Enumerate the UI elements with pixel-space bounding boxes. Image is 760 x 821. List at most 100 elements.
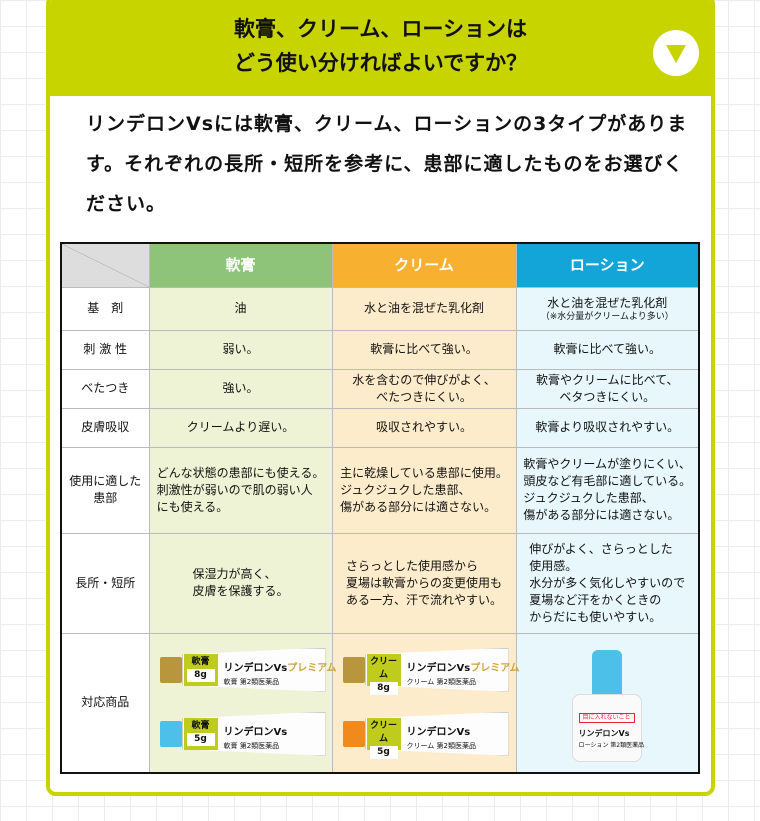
tube-cap: [159, 656, 182, 683]
brand-variant: プレミアム: [287, 662, 337, 674]
cell-text: 油: [234, 301, 247, 315]
table-cell: 保湿力が高く、 皮膚を保護する。: [148, 532, 333, 634]
comparison-table: 軟膏 クリーム ローション 基 剤油水と油を混ぜた乳化剤水と油を混ぜた乳化剤（※…: [60, 242, 700, 774]
row-label: 皮膚吸収: [60, 407, 150, 448]
row-label: 使用に適した 患部: [60, 446, 150, 534]
table-row: べたつき 強い。 水を含むので伸びがよく、 べたつきにくい。 軟膏やクリームに比べて、…: [60, 368, 700, 409]
bottle-brand: リンデロンVs: [578, 728, 630, 738]
tube-subtext: クリーム 第2類医薬品: [406, 677, 476, 686]
table-cell: 強い。: [148, 368, 333, 409]
brand-variant: プレミアム: [470, 662, 520, 674]
cell-text: どんな状態の患部にも使える。 刺激性が弱いので肌の弱い人 にも使える。: [156, 465, 325, 514]
tube-brand: リンデロンVs: [224, 724, 288, 741]
faq-header[interactable]: 軟膏、クリーム、ローションは どう使い分ければよいですか？: [50, 0, 711, 96]
table-cell: 軟膏やクリームが塗りにくい、 頭皮など有毛部に適している。 ジュクジュクした患部…: [515, 446, 700, 534]
table-row: 皮膚吸収 クリームより遅い。 吸収されやすい。 軟膏より吸収されやすい。: [60, 407, 700, 448]
table-cell: 軟膏より吸収されやすい。: [515, 407, 700, 448]
table-cell: 油: [148, 286, 333, 331]
cell-text: 軟膏やクリームが塗りにくい、 頭皮など有毛部に適している。 ジュクジュクした患部…: [523, 457, 692, 522]
tube-cap: [342, 720, 365, 747]
cell-text: 吸収されやすい。: [375, 420, 472, 434]
table-cell: 弱い。: [148, 329, 333, 370]
tube-size: 8g: [369, 681, 398, 695]
row-label: べたつき: [60, 368, 150, 409]
table-row: 基 剤油水と油を混ぜた乳化剤水と油を混ぜた乳化剤（※水分量がクリームより多い）: [60, 286, 700, 331]
tube-subtext: クリーム 第2類医薬品: [406, 741, 476, 750]
tube-type: クリーム: [369, 656, 397, 680]
cell-text: 軟膏より吸収されやすい。: [535, 420, 680, 434]
cell-text: さらっとした使用感から 夏場は軟膏からの変更使用も ある一方、汗で流れやすい。: [345, 558, 502, 607]
cell-text: 水と油を混ぜた乳化剤: [363, 301, 484, 315]
bottle-body: 目に入れないことリンデロンVs ローション 第2類医薬品: [571, 693, 645, 762]
cell-text: 弱い。: [222, 342, 259, 356]
product-cell: 目に入れないことリンデロンVs ローション 第2類医薬品: [515, 632, 700, 774]
tube-brand: リンデロンVs: [407, 724, 471, 741]
tube-cap: [159, 720, 182, 747]
table-row: 使用に適した 患部どんな状態の患部にも使える。 刺激性が弱いので肌の弱い人 にも…: [60, 446, 700, 534]
table-corner: [60, 242, 150, 288]
bottle-cap: [591, 649, 622, 696]
col-header-lotion: ローション: [515, 242, 700, 288]
tube-subtext: 軟膏 第2類医薬品: [223, 677, 280, 686]
table-cell: クリームより遅い。: [148, 407, 333, 448]
table-cell: 軟膏に比べて強い。: [331, 329, 517, 370]
table-cell: 主に乾燥している患部に使用。 ジュクジュクした患部、 傷がある部分には適さない。: [331, 446, 517, 534]
cell-text: 強い。: [222, 381, 259, 395]
table-cell: 伸びがよく、さらっとした 使用感。 水分が多く気化しやすいので 夏場など汗をかく…: [515, 532, 700, 634]
row-label: 長所・短所: [60, 532, 150, 634]
cell-text: 軟膏に比べて強い。: [370, 342, 478, 356]
tube-brand: リンデロンVsプレミアム: [224, 660, 337, 677]
faq-card: 軟膏、クリーム、ローションは どう使い分ければよいですか？ リンデロンVsには軟…: [46, 0, 715, 796]
cell-text: 軟膏やクリームに比べて、 ベタつきにくい。: [535, 372, 679, 404]
col-header-ointment: 軟膏: [148, 242, 333, 288]
table-cell: 吸収されやすい。: [331, 407, 517, 448]
tube-type: クリーム: [369, 720, 397, 744]
tube-cap: [342, 656, 365, 683]
tube-size: 8g: [186, 668, 215, 682]
cell-note: （※水分量がクリームより多い）: [540, 311, 674, 322]
cell-text: 水を含むので伸びがよく、 べたつきにくい。: [352, 372, 496, 404]
faq-title-line1: 軟膏、クリーム、ローションは: [234, 17, 527, 41]
faq-title-line2: どう使い分ければよいですか？: [233, 51, 528, 75]
brand-name: リンデロンVs: [223, 662, 288, 674]
table-row: 刺 激 性弱い。軟膏に比べて強い。軟膏に比べて強い。: [60, 329, 700, 370]
tube-size: 5g: [186, 732, 215, 746]
tube-subtext: 軟膏 第2類医薬品: [223, 741, 280, 750]
brand-name: リンデロンVs: [406, 726, 471, 738]
cell-text: 伸びがよく、さらっとした 使用感。 水分が多く気化しやすいので 夏場など汗をかく…: [529, 541, 686, 624]
col-header-cream: クリーム: [331, 242, 517, 288]
cell-text: 水と油を混ぜた乳化剤: [547, 295, 668, 310]
intro-text: リンデロンVsには軟膏、クリーム、ローションの3タイプがあります。それぞれの長所…: [86, 113, 688, 215]
bottle-warning: 目に入れないこと: [578, 712, 635, 723]
table-row: 長所・短所 保湿力が高く、 皮膚を保護する。 さらっとした使用感から 夏場は軟膏から…: [60, 532, 700, 634]
table-cell: 水と油を混ぜた乳化剤: [331, 286, 517, 331]
table-cell: 軟膏やクリームに比べて、 ベタつきにくい。: [515, 368, 700, 409]
table-cell: 水を含むので伸びがよく、 べたつきにくい。: [331, 368, 517, 409]
cell-text: クリームより遅い。: [186, 420, 295, 434]
lotion-bottle-image: 目に入れないことリンデロンVs ローション 第2類医薬品: [571, 649, 645, 762]
table-cell: どんな状態の患部にも使える。 刺激性が弱いので肌の弱い人 にも使える。: [148, 446, 333, 534]
tube-type: 軟膏: [191, 720, 210, 731]
row-label: 基 剤: [60, 286, 150, 331]
table-cell: 軟膏に比べて強い。: [515, 329, 700, 370]
table-cell: さらっとした使用感から 夏場は軟膏からの変更使用も ある一方、汗で流れやすい。: [331, 532, 517, 634]
cell-text: 主に乾燥している患部に使用。 ジュクジュクした患部、 傷がある部分には適さない。: [340, 465, 508, 514]
row-label: 対応商品: [60, 632, 150, 774]
tube-brand: リンデロンVsプレミアム: [407, 660, 520, 677]
cell-text: 軟膏に比べて強い。: [553, 342, 662, 356]
bottle-subtext: ローション 第2類医薬品: [578, 741, 645, 749]
brand-name: リンデロンVs: [406, 662, 471, 674]
tube-type: 軟膏: [191, 656, 210, 667]
triangle-down-icon[interactable]: [653, 30, 699, 76]
cell-text: 保湿力が高く、 皮膚を保護する。: [192, 567, 289, 598]
